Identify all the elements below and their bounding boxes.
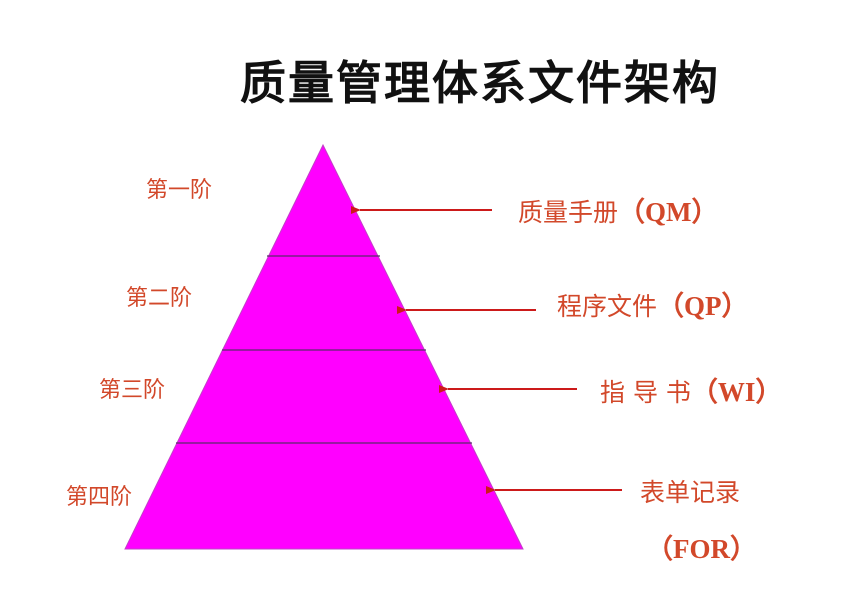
tier-level-label-3: 第三阶 (99, 378, 166, 403)
doc-label-3: 指 导 书（WI） (600, 376, 782, 409)
doc-name-1: 质量手册 (518, 198, 619, 227)
tier-level-label-2: 第二阶 (126, 286, 193, 311)
pyramid-shape (124, 143, 524, 550)
doc-code-4-line: （FOR） (646, 533, 757, 566)
diagram-title: 质量管理体系文件架构 (240, 56, 720, 110)
doc-name-4: 表单记录 (640, 478, 741, 507)
doc-name-2: 程序文件 (557, 292, 658, 321)
tier-level-label-1: 第一阶 (146, 178, 213, 203)
doc-code-3: （WI） (690, 377, 783, 407)
doc-code-2: （QP） (657, 291, 749, 321)
doc-label-4: 表单记录 (640, 477, 740, 509)
doc-label-1: 质量手册（QM） (518, 196, 719, 229)
doc-label-2: 程序文件（QP） (557, 290, 749, 323)
doc-code-1: （QM） (618, 197, 719, 227)
doc-code-4: （FOR） (646, 534, 757, 564)
doc-name-3: 指 导 书 (600, 378, 691, 407)
tier-level-label-4: 第四阶 (66, 485, 133, 510)
